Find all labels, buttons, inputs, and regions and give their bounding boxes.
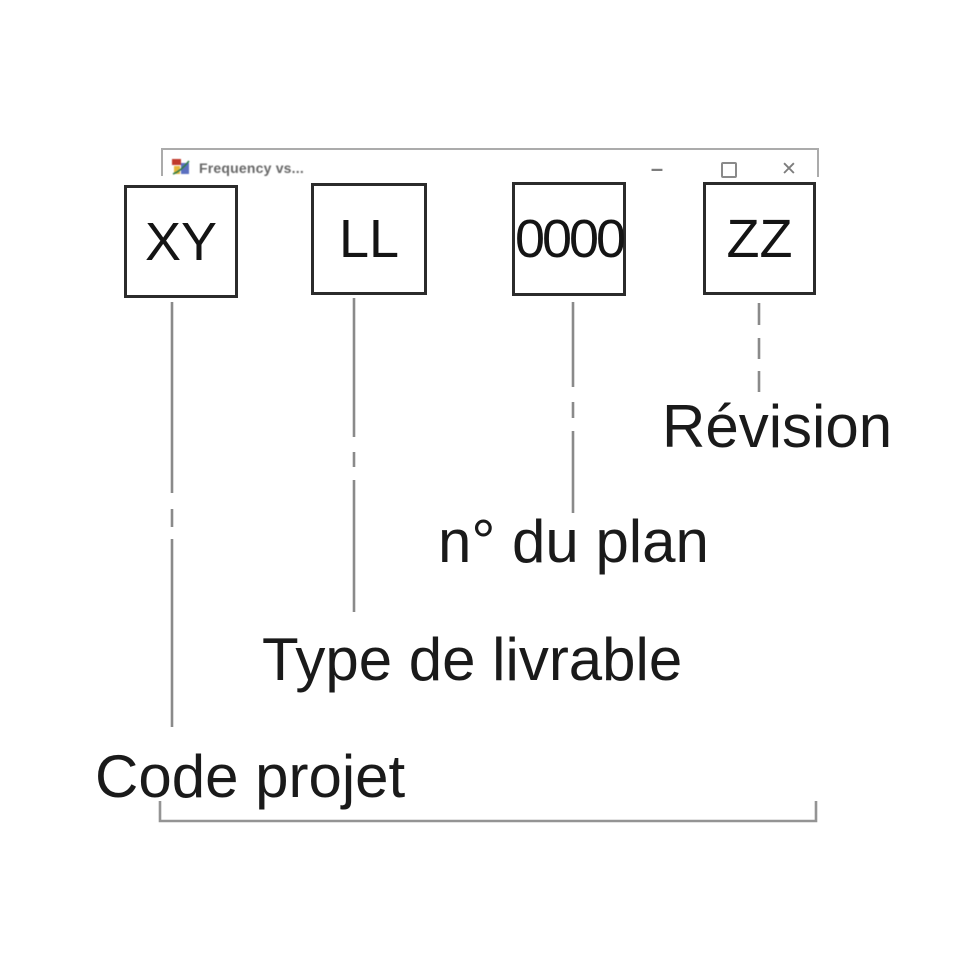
maximize-button[interactable] <box>716 157 742 183</box>
box-type-livrable: LL <box>311 183 427 295</box>
label-type-livrable: Type de livrable <box>262 626 683 693</box>
close-icon: ✕ <box>781 158 797 180</box>
box-code-projet: XY <box>124 185 238 298</box>
box-type-livrable-value: LL <box>338 209 400 269</box>
minimize-icon: – <box>650 156 664 181</box>
label-revision: Révision <box>662 393 893 460</box>
label-numero-plan: n° du plan <box>438 508 709 575</box>
app-icon <box>172 159 190 175</box>
close-button[interactable]: ✕ <box>776 156 802 182</box>
box-code-projet-value: XY <box>144 211 218 272</box>
window-title: Frequency vs... <box>199 160 304 176</box>
maximize-icon <box>721 162 737 178</box>
label-code-projet: Code projet <box>95 743 406 810</box>
minimize-button[interactable]: – <box>644 156 670 182</box>
box-revision-value: ZZ <box>726 208 793 269</box>
box-numero-plan-value: 0000 <box>514 209 626 269</box>
box-numero-plan: 0000 <box>512 182 626 296</box>
box-revision: ZZ <box>703 182 816 295</box>
